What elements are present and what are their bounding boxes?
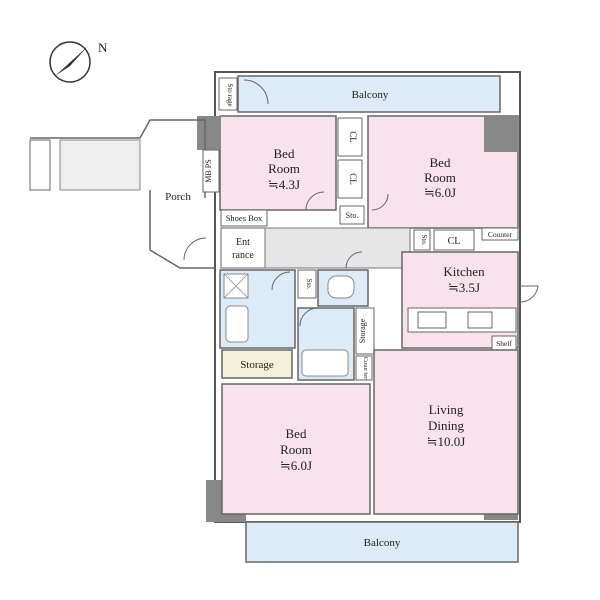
closet-b-label: CL <box>348 173 358 185</box>
mbps-label: MB PS <box>204 159 213 182</box>
bedroom3-name1: Bed <box>286 426 307 441</box>
living-size: ≒10.0J <box>427 434 466 449</box>
entrance-label1: Ent <box>236 237 250 248</box>
storage-left <box>221 349 293 379</box>
bedroom1-name1: Bed <box>274 146 295 161</box>
bedroom-3 <box>221 383 371 515</box>
sto-b-label: Sto. <box>420 234 428 245</box>
door-swing-icons <box>183 79 539 327</box>
balcony-top-label: Balcony <box>352 89 389 101</box>
sto-a-label: Sto. <box>346 211 359 220</box>
living-name1: Living <box>429 402 464 417</box>
compass-north-label: N <box>98 40 108 55</box>
counter-small-label: Coun ter <box>362 357 369 380</box>
bathtub-icon <box>301 349 349 377</box>
closet-a-label: CL <box>348 131 358 143</box>
living-name2: Dining <box>428 418 465 433</box>
bedroom3-size: ≒6.0J <box>280 458 312 473</box>
sto-c-label: Sto. <box>305 278 313 289</box>
balcony-top <box>237 75 501 113</box>
bedroom2-name1: Bed <box>430 155 451 170</box>
porch-label: Porch <box>165 191 191 203</box>
entrance-label2: rance <box>232 250 254 261</box>
pillar <box>197 116 221 150</box>
storage-vertical-label: Storage <box>358 318 367 343</box>
bedroom1-name2: Room <box>268 161 300 176</box>
storage-left-label: Storage <box>240 359 274 371</box>
bedroom2-size: ≒6.0J <box>424 185 456 200</box>
compass-icon <box>49 41 91 83</box>
washbasin-icon <box>225 305 249 343</box>
kitchen-size: ≒3.5J <box>448 280 480 295</box>
bedroom3-name2: Room <box>280 442 312 457</box>
hallway <box>264 227 411 269</box>
bedroom1-size: ≒4.3J <box>268 177 300 192</box>
bedroom-1 <box>219 115 337 211</box>
balcony-bottom <box>245 521 519 563</box>
shelf-label: Shelf <box>496 339 512 348</box>
stove-icon <box>467 311 493 329</box>
shoes-box-label: Shoes Box <box>226 213 263 223</box>
sink-icon <box>417 311 447 329</box>
balcony-bottom-label: Balcony <box>364 537 401 549</box>
bedroom2-name2: Room <box>424 170 456 185</box>
living-dining <box>373 349 519 515</box>
kitchen-name: Kitchen <box>443 264 485 279</box>
toilet-icon <box>327 275 355 299</box>
storage-top-label: Sto rage <box>226 83 234 106</box>
pillar <box>484 116 518 152</box>
counter-top-label: Counter <box>488 230 513 239</box>
closet-c-label: CL <box>448 236 461 247</box>
